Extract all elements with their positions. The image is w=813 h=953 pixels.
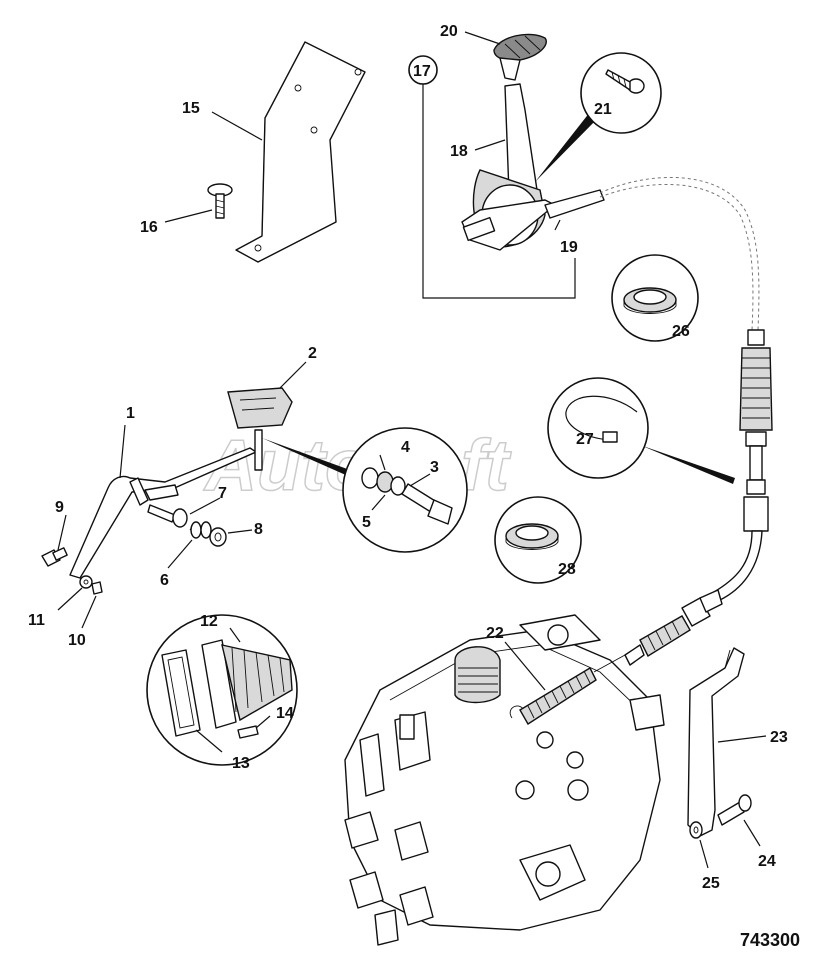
- cable-tie-27: [565, 395, 638, 443]
- washer-11: [79, 575, 93, 589]
- callout-8: 8: [254, 521, 263, 538]
- callout-23: 23: [770, 729, 788, 746]
- cable-boot: [713, 329, 773, 601]
- clip-8: [209, 527, 227, 547]
- spring-6: [189, 521, 215, 539]
- callout-22: 22: [486, 625, 504, 642]
- callout-1: 1: [126, 405, 135, 422]
- callout-25: 25: [702, 875, 720, 892]
- detail-pointer-3-5: [262, 438, 350, 476]
- callout-9: 9: [55, 499, 64, 516]
- callout-19: 19: [560, 239, 578, 256]
- nut-10: [91, 581, 103, 595]
- lever-bracket-17-frame: [422, 82, 576, 299]
- callout-17: 17: [413, 63, 431, 80]
- callout-2: 2: [308, 345, 317, 362]
- stop-bolt-9: [41, 547, 68, 567]
- detail-circle-27: [547, 377, 649, 479]
- screw-16: [207, 183, 233, 219]
- callout-3: 3: [430, 459, 439, 476]
- callout-6: 6: [160, 572, 169, 589]
- throttle-rod-1: [69, 429, 263, 579]
- figure-number: 743300: [740, 930, 800, 950]
- cable-end-fitting: [624, 589, 723, 666]
- bolt-24: [717, 794, 752, 826]
- callout-17-circle: [408, 55, 438, 85]
- callout-10: 10: [68, 632, 86, 649]
- detail-pointer-21: [535, 112, 598, 182]
- callout-11: 11: [28, 612, 45, 629]
- pedal-pad-2: [227, 387, 293, 429]
- callout-13: 13: [232, 755, 250, 772]
- throttle-cable-19: [599, 176, 760, 331]
- bracket-15: [235, 41, 366, 263]
- return-spring-22: [509, 654, 626, 725]
- washer-25: [689, 821, 703, 839]
- callout-20: 20: [440, 23, 458, 40]
- callout-18: 18: [450, 143, 468, 160]
- callout-5: 5: [362, 514, 371, 531]
- callout-7: 7: [218, 485, 227, 502]
- hand-lever-18: [461, 83, 605, 251]
- rubber-boot-12: [201, 639, 293, 729]
- callout-14: 14: [276, 705, 294, 722]
- washer-7: [172, 508, 188, 528]
- callout-24: 24: [758, 853, 776, 870]
- knob-20: [493, 33, 547, 81]
- callout-28: 28: [558, 561, 576, 578]
- callout-26: 26: [672, 323, 690, 340]
- grommet-26: [623, 287, 677, 314]
- detail-pointer-27: [640, 445, 735, 484]
- screw-14: [237, 725, 259, 739]
- callout-16: 16: [140, 219, 158, 236]
- callout-27: 27: [576, 431, 594, 448]
- callout-4: 4: [401, 439, 410, 456]
- gasket-13: [161, 649, 201, 737]
- grommet-28: [505, 523, 559, 550]
- pivot-bolt-assembly-3-5: [361, 467, 453, 525]
- fuel-injection-pump: [344, 614, 665, 946]
- callout-21: 21: [594, 101, 612, 118]
- callout-15: 15: [182, 100, 200, 117]
- screw-21: [605, 69, 645, 94]
- callout-12: 12: [200, 613, 218, 630]
- detail-circle-21: [580, 52, 662, 134]
